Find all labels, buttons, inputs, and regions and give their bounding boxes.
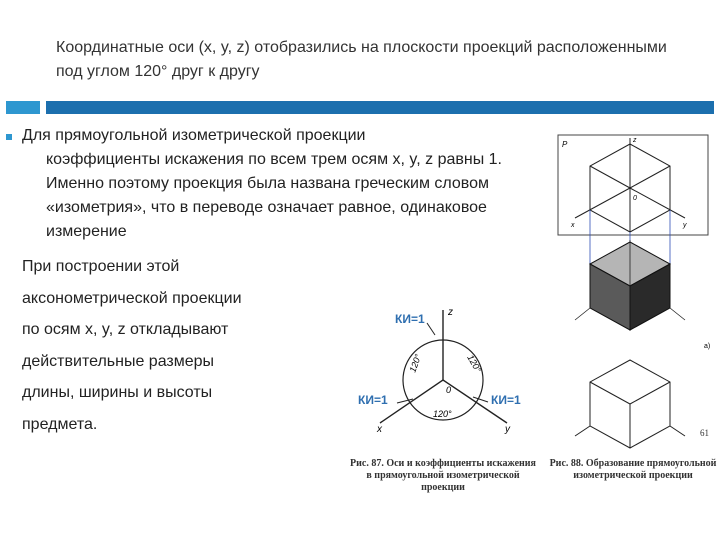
leader-line (396, 398, 414, 404)
text-line: длины, ширины и высоты (22, 384, 213, 401)
text-line: по осям x, y, z откладывают (22, 321, 229, 338)
angle-label-right: 120° (465, 353, 483, 374)
axis-z-label: z (632, 137, 637, 144)
accent-bar-left (6, 101, 40, 114)
construction-text: При построении этой аксонометрической пр… (22, 251, 242, 440)
ki-label-left: КИ=1 (358, 393, 388, 407)
leader-line (426, 322, 436, 336)
axis-y-label: y (682, 222, 687, 229)
angle-label-left: 120° (407, 352, 423, 373)
origin-label: 0 (633, 195, 637, 202)
text-line: предмета. (22, 415, 98, 433)
paragraph-first-line: Для прямоугольной изометрической проекци… (22, 127, 366, 144)
solid-cube-axes (574, 240, 686, 321)
ki-label-top: КИ=1 (395, 312, 425, 326)
axis-y-line (442, 379, 508, 424)
paragraph-isometric: Для прямоугольной изометрической проекци… (22, 124, 512, 244)
text-line: При построении этой (22, 258, 180, 275)
projection-plane (557, 134, 709, 236)
text-line: действительные размеры (22, 352, 215, 370)
axis-x-label: x (376, 424, 383, 435)
figure-88-caption: Рис. 88. Образование прямоугольной изоме… (549, 458, 717, 481)
accent-bar-right (46, 101, 714, 114)
plane-label: P (562, 140, 568, 149)
axis-z-label: z (447, 307, 453, 318)
leader-line (472, 396, 489, 403)
figure-87-caption: Рис. 87. Оси и коэффициенты искажения в … (350, 458, 536, 493)
figure-88-projection-diagram: P z x y 0 а) (557, 134, 710, 449)
cube-wireframe-bottom (574, 359, 686, 449)
axis-x-label: x (570, 222, 575, 229)
ki-label-right: КИ=1 (491, 393, 521, 407)
figure-87-axes-diagram: КИ=1 КИ=1 КИ=1 120° 120° 120° z x y 0 (358, 307, 521, 435)
cube-projection-top (574, 138, 686, 233)
origin-label: 0 (446, 385, 451, 395)
axis-y-label: y (504, 424, 511, 435)
bullet-square-icon (6, 134, 12, 140)
axis-x-line (379, 379, 444, 424)
paragraph-rest: коэффициенты искажения по всем трем осям… (46, 151, 502, 240)
text-line: аксонометрической проекции (22, 289, 242, 307)
label-a: а) (704, 343, 710, 350)
slide-title: Координатные оси (x, y, z) отобразились … (56, 39, 667, 80)
page-number: 61 (700, 428, 709, 438)
angle-label-bottom: 120° (433, 409, 452, 419)
